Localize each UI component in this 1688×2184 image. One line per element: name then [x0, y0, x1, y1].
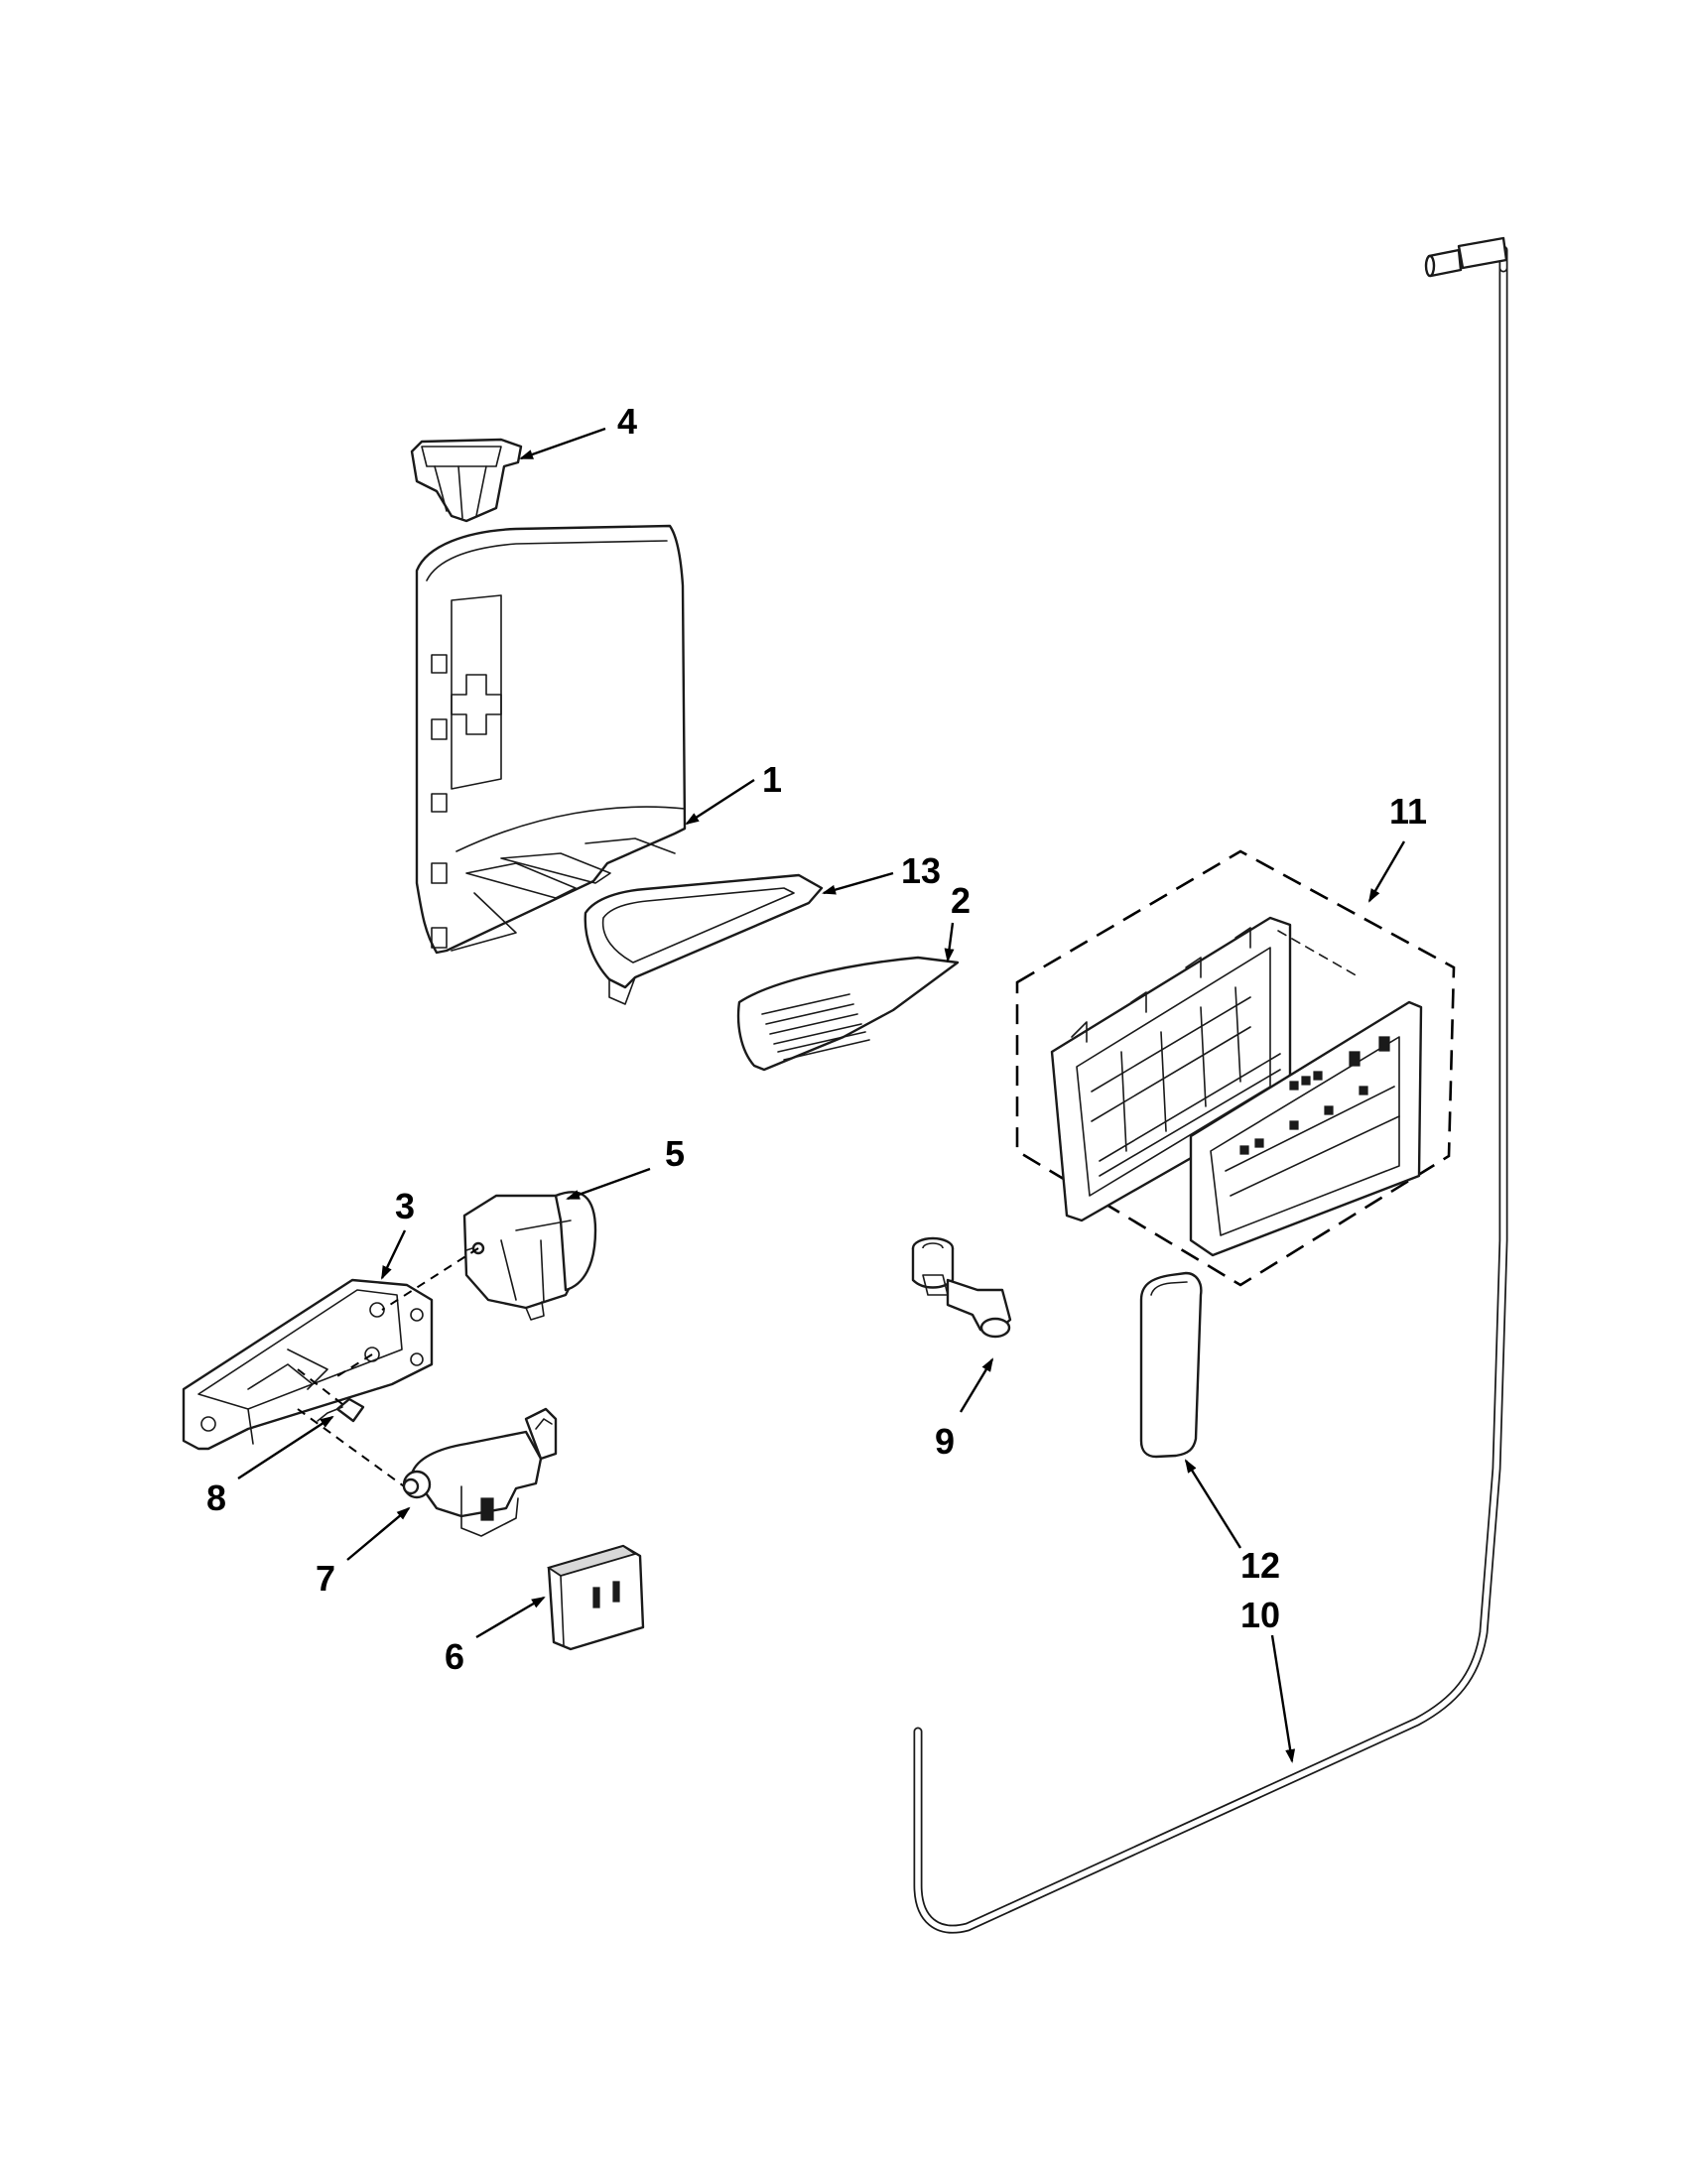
callout-2: 2: [951, 880, 971, 921]
callout-7: 7: [316, 1558, 335, 1599]
callout-4: 4: [617, 401, 637, 442]
part-10-water-tube: [913, 236, 1508, 1934]
leader-3: [380, 1229, 407, 1280]
callout-9: 9: [935, 1421, 955, 1462]
callout-13: 13: [901, 850, 941, 891]
leader-6: [475, 1596, 546, 1639]
leader-9: [959, 1357, 994, 1413]
leader-8: [237, 1415, 334, 1480]
leader-lines: [237, 427, 1406, 1763]
part-11-dispenser-control-assembly: [1015, 849, 1456, 1287]
leader-10: [1270, 1634, 1296, 1763]
leader-5: [566, 1167, 651, 1201]
part-6-dispenser-pad: [546, 1544, 645, 1651]
part-13-chute-seal: [584, 873, 824, 1005]
callout-12: 12: [1240, 1545, 1280, 1586]
part-5-auger-motor: [462, 1191, 597, 1321]
leader-13: [822, 871, 894, 895]
part-7-solenoid-actuator: [402, 1407, 558, 1537]
callout-11: 11: [1389, 791, 1427, 832]
part-1-housing: [415, 524, 687, 955]
leader-2: [944, 922, 955, 963]
leader-7: [346, 1506, 411, 1561]
callout-labels: 4 1 13 2 11 5 3 9 8 7 6 12 10: [206, 401, 1427, 1677]
leader-4: [519, 427, 606, 460]
part-4-ice-chute-door: [410, 438, 523, 523]
leader-1: [685, 778, 755, 826]
callout-8: 8: [206, 1477, 226, 1518]
leader-11: [1367, 840, 1406, 903]
part-12-trim-cover: [1139, 1271, 1203, 1459]
callout-5: 5: [665, 1133, 685, 1174]
callout-3: 3: [395, 1186, 415, 1226]
callout-1: 1: [762, 759, 782, 800]
callout-6: 6: [445, 1636, 464, 1677]
leader-12: [1184, 1459, 1242, 1549]
part-9-water-fitting: [911, 1236, 1012, 1339]
callout-10: 10: [1240, 1595, 1280, 1635]
part-2-drip-tray-grille: [736, 956, 960, 1072]
